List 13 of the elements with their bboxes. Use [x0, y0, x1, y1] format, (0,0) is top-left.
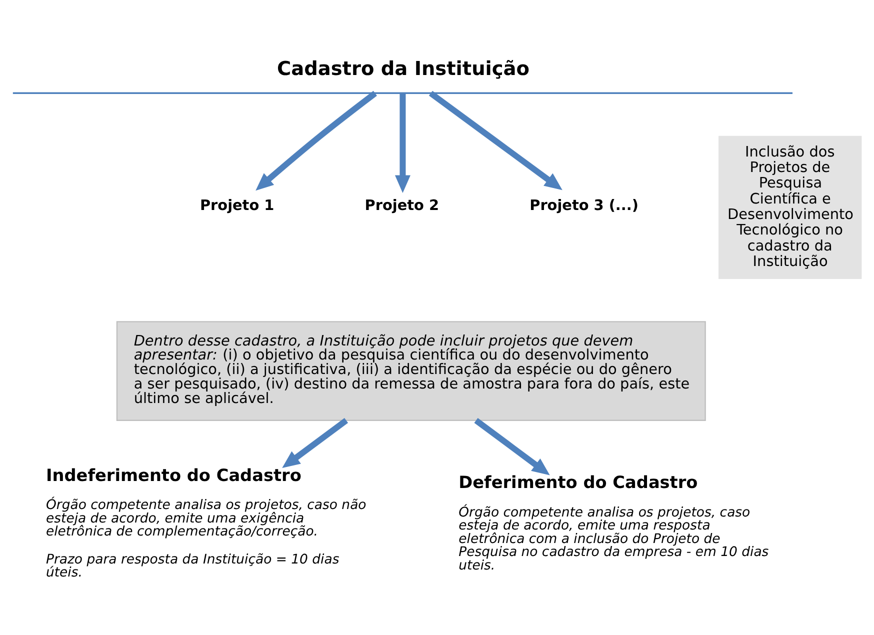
arrow: [394, 94, 410, 193]
arrow: [474, 418, 550, 476]
node-text: Projeto 2: [364, 198, 439, 214]
arrow: [256, 90, 377, 191]
node-box: Dentro desse cadastro, a Instituição pode incluir projetos que devem apresentar: (i) o objetivo da pesquisa científica ou do desenvolvimento tecnológico, (ii) a justificativa, (iii) a identificação da espécie ou do gênero a ser pesquisado, (iv) destino da remessa de amostra para fora do país, este último se aplicável.: [116, 321, 706, 421]
arrow: [428, 90, 562, 190]
node-box: Inclusão dos Projetos de Pesquisa Científica e Desenvolvimento Tecnológico no cadastro da Instituição: [718, 136, 862, 279]
node-text: Projeto 3 (...): [530, 198, 638, 214]
arrow: [282, 418, 348, 468]
node-text: Cadastro da Instituição: [276, 56, 530, 80]
node-text: Deferimento do Cadastro Órgão competente analisa os projetos, caso esteja de acordo, emite uma resposta eletrônica com a inclusão do Projeto de Pesquisa no cadastro da empresa - em 10 dias uteis.: [458, 472, 769, 574]
node-text: Indeferimento do Cadastro Órgão competente analisa os projetos, caso não esteja de acordo, emite uma exigência eletrônica de complementação/correção. Prazo para resposta da Instituição = 10 dias úteis.: [46, 464, 366, 581]
node-text: Projeto 1: [200, 198, 274, 214]
